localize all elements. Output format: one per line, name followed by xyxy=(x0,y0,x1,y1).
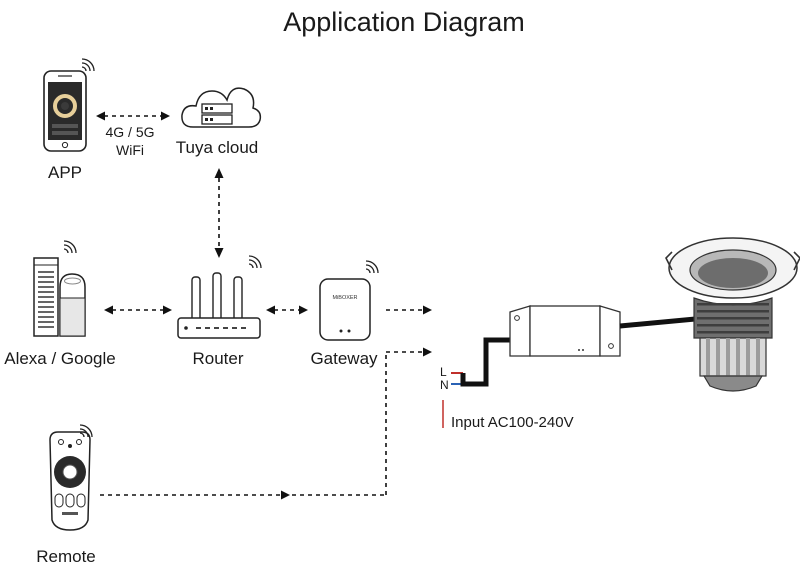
remote-label: Remote xyxy=(36,547,96,566)
output-cable xyxy=(619,315,707,329)
remote-node: Remote xyxy=(36,424,96,566)
app-node: APP xyxy=(43,58,95,182)
cloud-router-link xyxy=(214,168,224,258)
app-label: APP xyxy=(48,163,82,182)
smart-speaker-icon xyxy=(33,257,86,337)
gateway-controller-link xyxy=(386,305,432,315)
gateway-brand-mark: MiBOXER xyxy=(332,295,357,301)
network-label-line2: WiFi xyxy=(116,142,144,158)
gateway-node: MiBOXER Gateway xyxy=(310,260,379,368)
voice-router-link xyxy=(104,305,172,315)
power-cable xyxy=(460,337,512,387)
cloud-server-icon xyxy=(181,87,262,128)
input-voltage-label: Input AC100-240V xyxy=(451,414,574,431)
network-label-line1: 4G / 5G xyxy=(105,124,154,140)
wifi-signal-icon xyxy=(365,260,379,274)
router-gateway-link xyxy=(266,305,308,315)
router-label: Router xyxy=(192,349,243,368)
diagram-title: Application Diagram xyxy=(283,7,525,37)
remote-controller-link xyxy=(100,347,432,500)
led-controller xyxy=(509,305,621,357)
remote-control-icon xyxy=(49,431,91,531)
gateway-label: Gateway xyxy=(310,349,378,368)
app-cloud-link: 4G / 5G WiFi xyxy=(96,111,170,158)
gateway-icon: MiBOXER xyxy=(319,278,371,341)
cloud-label: Tuya cloud xyxy=(176,138,259,157)
voice-assistant-node: Alexa / Google xyxy=(4,240,116,368)
smartphone-icon xyxy=(43,70,87,152)
voice-assistant-label: Alexa / Google xyxy=(4,349,116,368)
input-wiring: L N Input AC100-240V xyxy=(440,337,574,431)
wifi-signal-icon xyxy=(81,58,95,72)
live-terminal-label: L xyxy=(440,365,447,379)
wifi-signal-icon xyxy=(63,240,77,254)
wifi-signal-icon xyxy=(248,255,262,269)
neutral-terminal-label: N xyxy=(440,378,449,392)
led-downlight-icon xyxy=(665,237,800,392)
cloud-node: Tuya cloud xyxy=(176,87,262,157)
router-icon xyxy=(177,272,261,339)
router-node: Router xyxy=(177,255,262,368)
